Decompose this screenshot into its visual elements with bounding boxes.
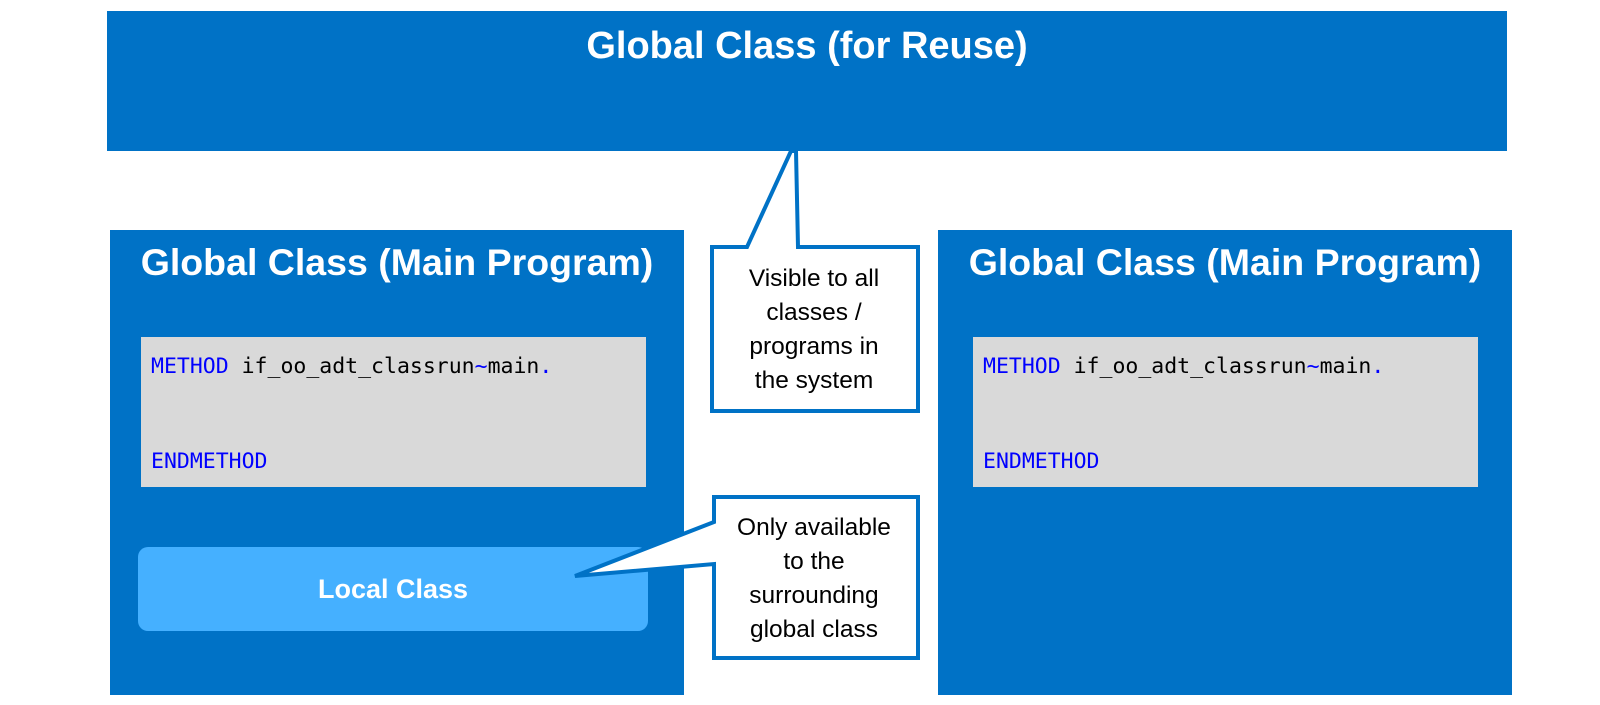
callout-local-line: Only available: [737, 514, 891, 541]
global-class-reuse-box: Global Class (for Reuse): [107, 11, 1507, 151]
callout-visible-line: programs in: [749, 333, 879, 360]
left-endmethod-line: ENDMETHOD: [151, 449, 268, 474]
right-main-program-title: Global Class (Main Program): [968, 241, 1482, 283]
method-name: main: [487, 354, 540, 379]
method-keyword: METHOD: [983, 354, 1061, 379]
method-keyword: METHOD: [151, 354, 229, 379]
right-endmethod-line: ENDMETHOD: [983, 449, 1100, 474]
callout-local-text: Only available to the surrounding global…: [716, 511, 912, 647]
callout-visible-text: Visible to all classes / programs in the…: [714, 262, 914, 398]
right-code-panel: METHOD if_oo_adt_classrun~main. ENDMETHO…: [973, 337, 1478, 487]
left-main-program-title: Global Class (Main Program): [140, 241, 654, 283]
callout-local-shape: [574, 495, 920, 660]
right-method-line: METHOD if_oo_adt_classrun~main.: [983, 354, 1384, 379]
callout-visible-shape: [710, 149, 920, 413]
global-class-reuse-title: Global Class (for Reuse): [586, 25, 1028, 67]
callout-visible-line: Visible to all: [748, 265, 880, 292]
endmethod-keyword: ENDMETHOD: [983, 449, 1100, 474]
interface-name: if_oo_adt_classrun: [1060, 354, 1307, 379]
tilde-operator: ~: [474, 354, 488, 379]
callout-visible-line: classes /: [766, 299, 862, 326]
statement-dot: .: [1371, 354, 1385, 379]
callout-visible-line: the system: [754, 367, 874, 394]
callout-local-line: to the: [783, 548, 845, 575]
left-main-program-box: Global Class (Main Program) METHOD if_oo…: [110, 230, 684, 695]
callout-local-line: surrounding: [749, 582, 879, 609]
interface-name: if_oo_adt_classrun: [228, 354, 475, 379]
left-code-panel: METHOD if_oo_adt_classrun~main. ENDMETHO…: [141, 337, 646, 487]
callout-local-line: global class: [749, 616, 878, 643]
tilde-operator: ~: [1306, 354, 1320, 379]
right-main-program-box: Global Class (Main Program) METHOD if_oo…: [938, 230, 1512, 695]
statement-dot: .: [539, 354, 553, 379]
endmethod-keyword: ENDMETHOD: [151, 449, 268, 474]
method-name: main: [1319, 354, 1372, 379]
left-method-line: METHOD if_oo_adt_classrun~main.: [151, 354, 552, 379]
local-class-box: Local Class: [138, 547, 648, 631]
